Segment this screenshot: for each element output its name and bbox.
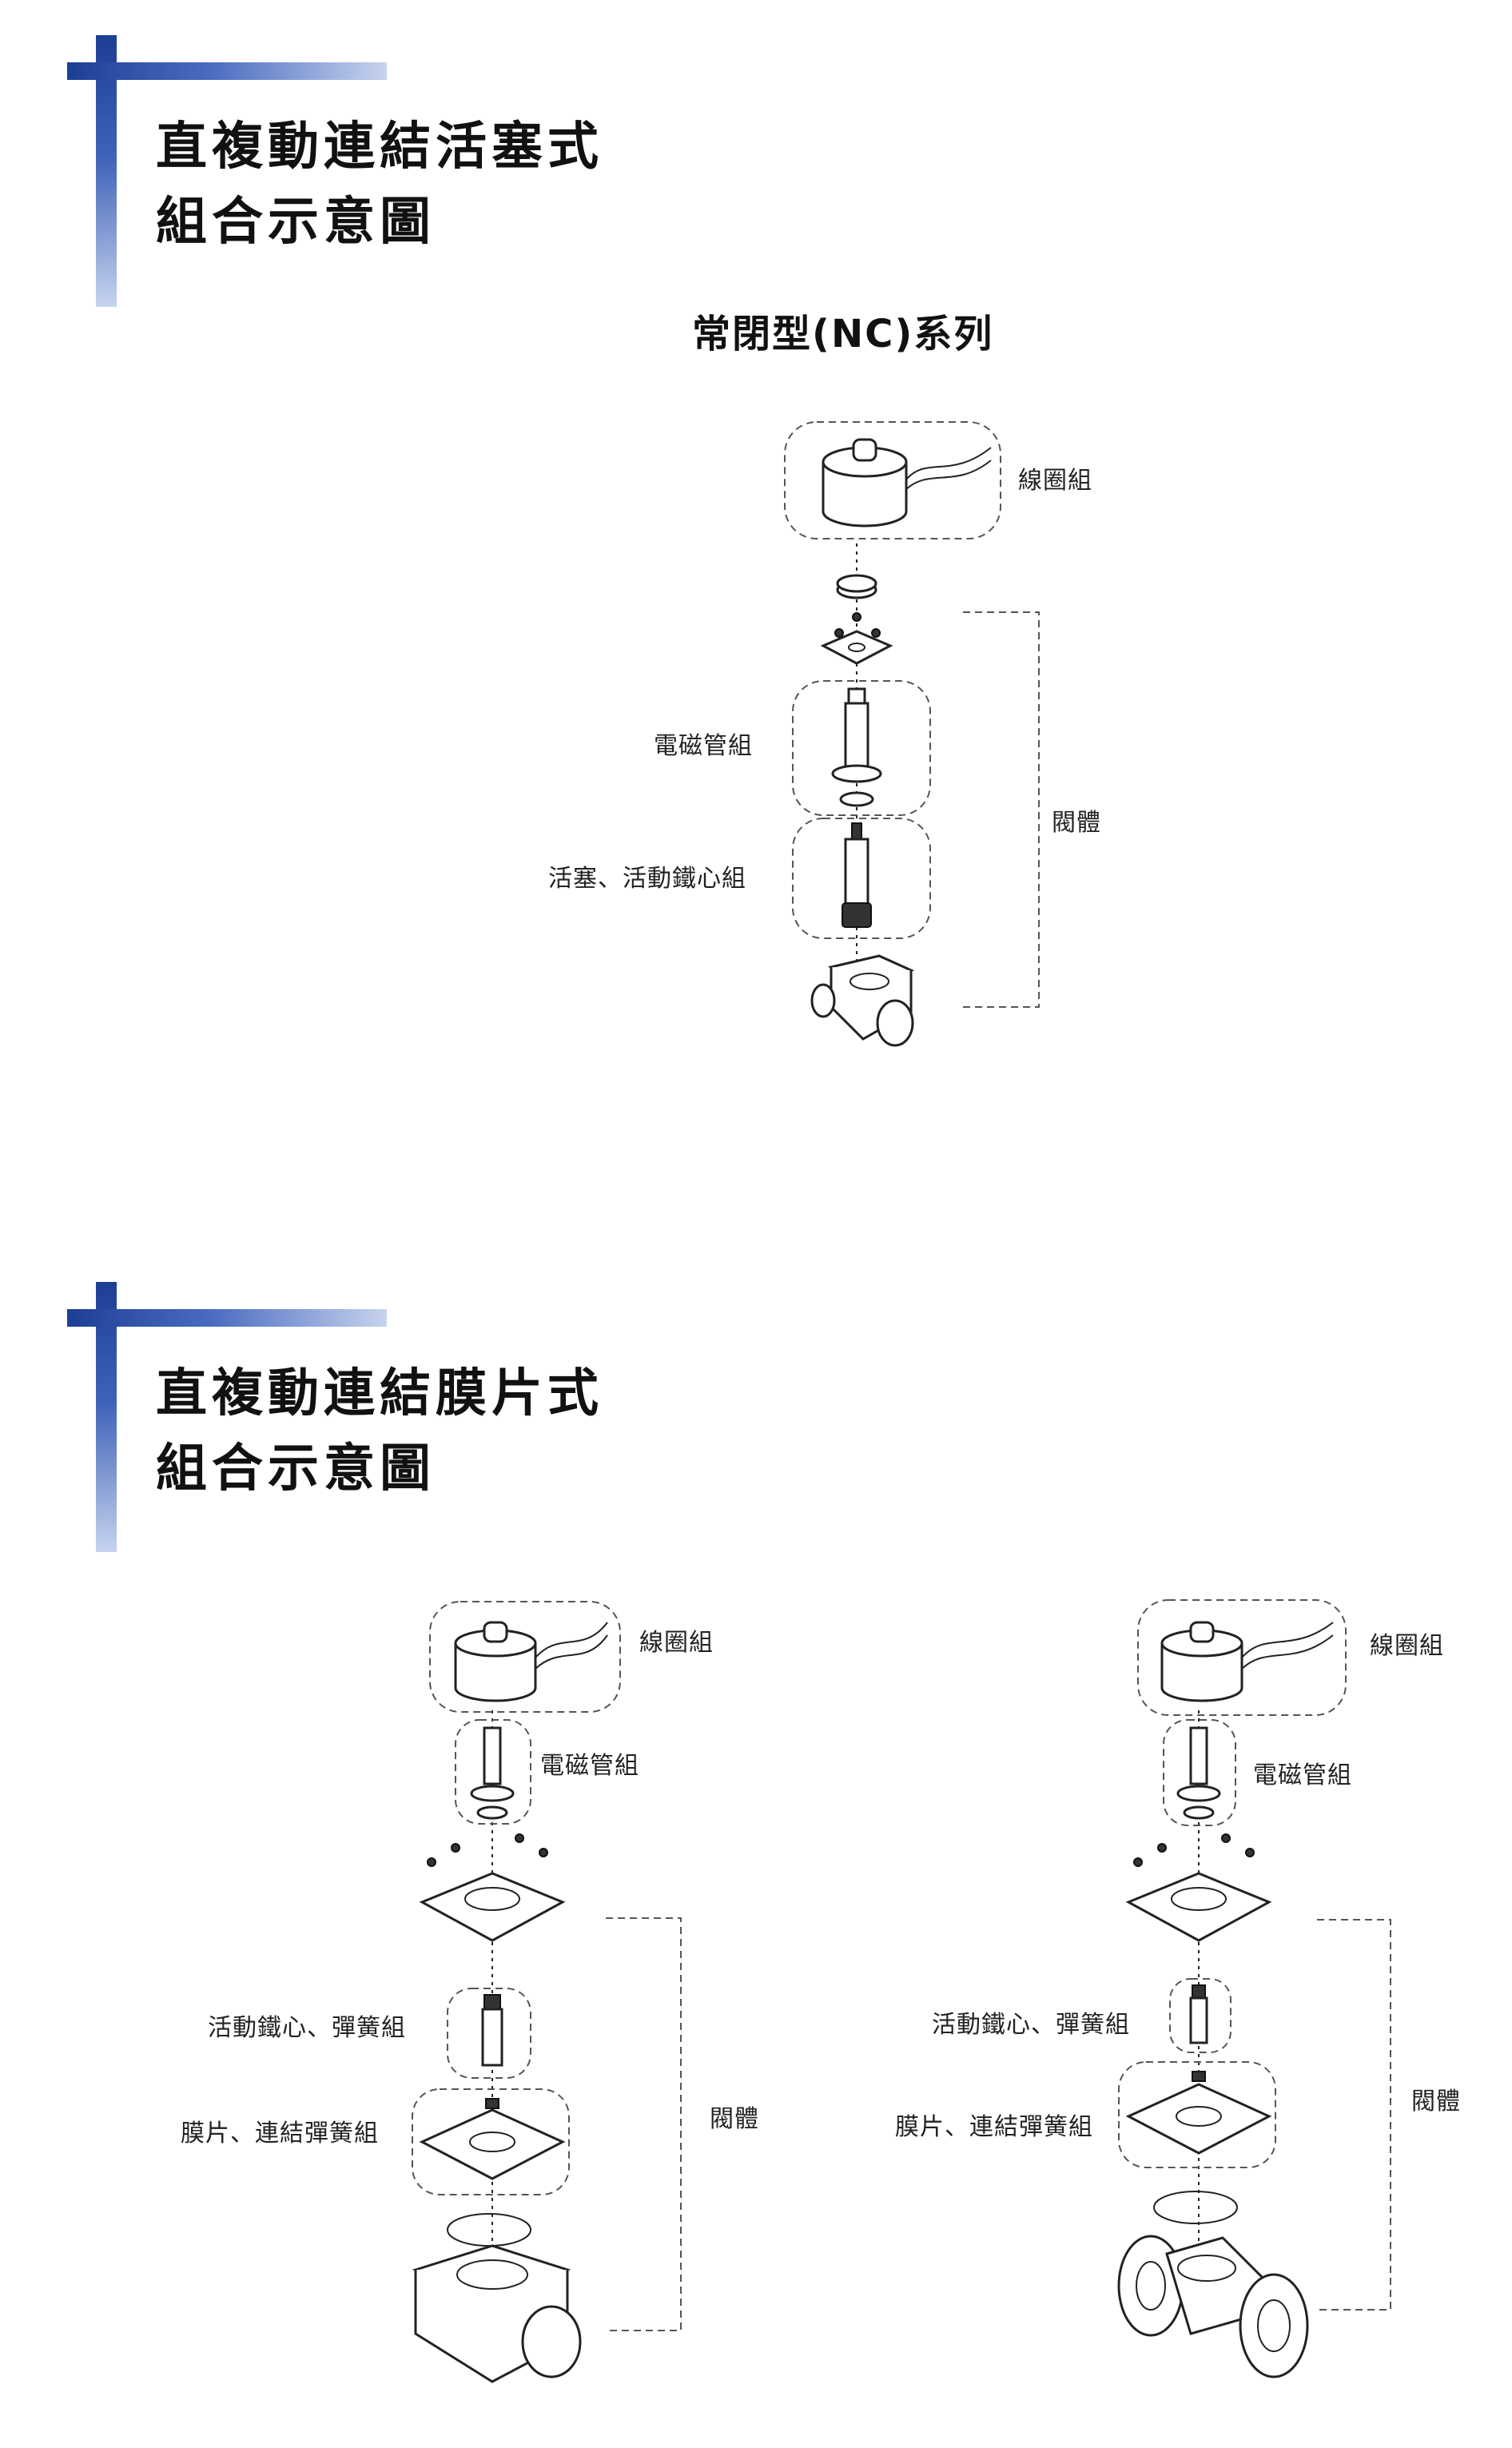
label-plunger-spring: 活動鐵心、彈簧組	[932, 2011, 1130, 2039]
solenoid-tube-frame	[1163, 1719, 1236, 1826]
coil-group-frame	[784, 421, 1001, 539]
cover-plate	[820, 630, 893, 665]
bolt-icon	[1133, 1833, 1255, 1867]
solenoid-tube-icon	[1176, 1726, 1221, 1820]
section2-title-line1: 直複動連結膜片式	[156, 1364, 603, 1423]
bolt-icon	[834, 612, 881, 638]
coil-icon	[1160, 1621, 1334, 1702]
diaphragm-frame	[1118, 2061, 1276, 2168]
cover-plate	[1125, 1872, 1272, 1942]
diaphragm-frame	[412, 2088, 570, 2195]
piston-icon	[842, 822, 872, 928]
o-ring-icon	[836, 574, 877, 599]
label-piston: 活塞、活動鐵心組	[548, 865, 746, 893]
section1-title-line1: 直複動連結活塞式	[156, 117, 603, 177]
section1-subtitle: 常閉型(NC)系列	[692, 312, 994, 356]
plunger-spring-frame	[1169, 1978, 1231, 2053]
diagram-section1	[784, 421, 1040, 1047]
coil-group-frame	[1137, 1599, 1347, 1716]
o-ring-icon	[447, 2213, 531, 2247]
label-solenoid-tube: 電磁管組	[1253, 1761, 1352, 1789]
section2-title-line2: 組合示意圖	[156, 1439, 436, 1499]
valve-body-icon	[412, 2244, 582, 2383]
bolt-icon	[427, 1833, 548, 1867]
label-coil: 線圈組	[1370, 1632, 1444, 1660]
plunger-spring-frame	[447, 1988, 531, 2079]
solenoid-tube-icon	[470, 1726, 515, 1820]
label-body: 閥體	[1411, 2088, 1461, 2116]
cross-banner-bar	[67, 62, 387, 80]
body-bracket	[963, 611, 1040, 1008]
diagram-section2-left	[412, 1601, 682, 2383]
label-solenoid-tube: 電磁管組	[540, 1752, 639, 1780]
valve-body-icon	[810, 954, 915, 1047]
label-plunger-spring: 活動鐵心、彈簧組	[208, 2014, 406, 2042]
diagram-section2-right	[1117, 1599, 1391, 2378]
label-coil: 線圈組	[639, 1629, 714, 1657]
label-body: 閥體	[1052, 809, 1101, 837]
coil-icon	[454, 1621, 608, 1702]
solenoid-tube-frame	[792, 680, 931, 816]
diaphragm-icon	[419, 2098, 566, 2180]
label-coil: 線圈組	[1018, 467, 1092, 495]
label-diaphragm: 膜片、連結彈簧組	[895, 2113, 1093, 2141]
body-bracket	[1317, 1919, 1391, 2311]
piston-icon	[1189, 1984, 1208, 2044]
o-ring-icon	[1153, 2191, 1238, 2224]
piston-frame	[792, 818, 931, 939]
diaphragm-icon	[1125, 2071, 1272, 2155]
coil-icon	[822, 438, 992, 527]
label-diaphragm: 膜片、連結彈簧組	[181, 2120, 379, 2147]
cover-plate	[419, 1872, 566, 1942]
solenoid-tube-icon	[831, 687, 882, 807]
label-solenoid-tube: 電磁管組	[654, 732, 753, 760]
body-bracket	[606, 1917, 682, 2331]
coil-group-frame	[429, 1601, 621, 1713]
section1-title-line2: 組合示意圖	[156, 193, 436, 252]
valve-body-icon	[1117, 2235, 1309, 2378]
cross-banner-icon	[96, 35, 117, 307]
cross-banner-bar	[67, 1309, 387, 1327]
solenoid-tube-frame	[455, 1719, 531, 1825]
cross-banner-icon	[96, 1282, 117, 1552]
piston-icon	[481, 1994, 503, 2067]
label-body: 閥體	[710, 2105, 759, 2133]
